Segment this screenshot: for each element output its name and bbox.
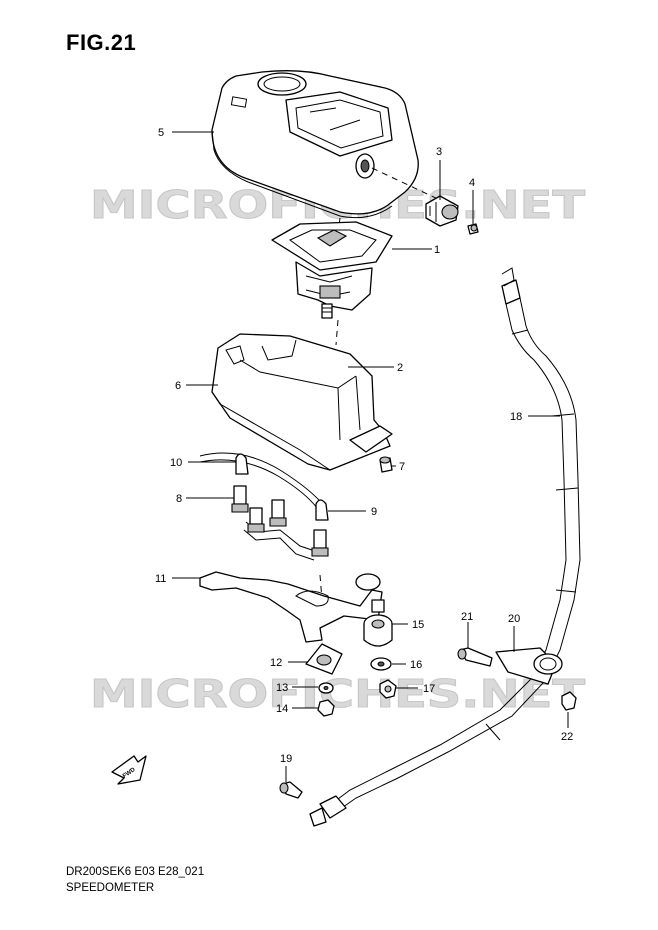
callout-12: 12	[270, 657, 282, 669]
mounting-screw	[379, 456, 393, 473]
callout-17: 17	[423, 683, 435, 695]
small-screw	[467, 223, 479, 235]
callout-9: 9	[371, 506, 377, 518]
callout-6: 6	[175, 380, 181, 392]
callout-19: 19	[280, 753, 292, 765]
wiring-harness	[199, 452, 327, 561]
bulb-sockets	[231, 485, 329, 557]
nut-22	[561, 691, 577, 711]
callout-16: 16	[410, 659, 422, 671]
speedometer-cable	[309, 267, 581, 827]
rubber-cushion	[363, 614, 393, 647]
nut-14	[317, 699, 335, 717]
cable-clamp	[495, 647, 563, 685]
callout-22: 22	[561, 731, 573, 743]
speedometer-body	[271, 221, 393, 319]
assembly-line	[335, 319, 339, 346]
leader-lines	[172, 131, 569, 782]
upper-meter-case	[211, 70, 419, 219]
callout-21: 21	[461, 611, 473, 623]
callout-7: 7	[399, 461, 405, 473]
model-code: DR200SEK6 E03 E28_021	[66, 866, 205, 878]
callout-14: 14	[276, 703, 288, 715]
callout-18: 18	[510, 411, 522, 423]
washer-16	[370, 657, 392, 671]
callout-15: 15	[412, 619, 424, 631]
section-name: SPEEDOMETER	[66, 882, 155, 894]
grommet-clip	[305, 643, 343, 675]
callout-2: 2	[397, 362, 403, 374]
figure-title: FIG.21	[66, 30, 137, 55]
callout-4: 4	[469, 177, 475, 189]
fwd-arrow-icon: FWD	[111, 755, 147, 785]
watermark-bottom: MICROFICHES.NET	[90, 672, 585, 716]
indicator-bulb	[315, 499, 329, 521]
callout-1: 1	[434, 244, 440, 256]
assembly-line	[319, 574, 323, 601]
callout-numbers: 5 3 4 1 2 6 7 10 8 9 11 15 12 16 13 17 1…	[155, 127, 573, 765]
clamp-bolt	[457, 647, 493, 667]
callout-3: 3	[436, 146, 442, 158]
lower-meter-case	[211, 333, 393, 471]
callout-8: 8	[176, 493, 182, 505]
washer-13	[318, 682, 334, 694]
reset-knob	[425, 195, 459, 227]
assembly-line	[371, 167, 441, 201]
callout-10: 10	[170, 457, 182, 469]
callout-11: 11	[155, 573, 166, 585]
callout-5: 5	[158, 127, 164, 139]
callout-13: 13	[276, 682, 288, 694]
meter-bracket	[199, 571, 385, 643]
bolt-19	[279, 781, 303, 799]
callout-20: 20	[508, 613, 520, 625]
nut-17	[379, 679, 397, 699]
